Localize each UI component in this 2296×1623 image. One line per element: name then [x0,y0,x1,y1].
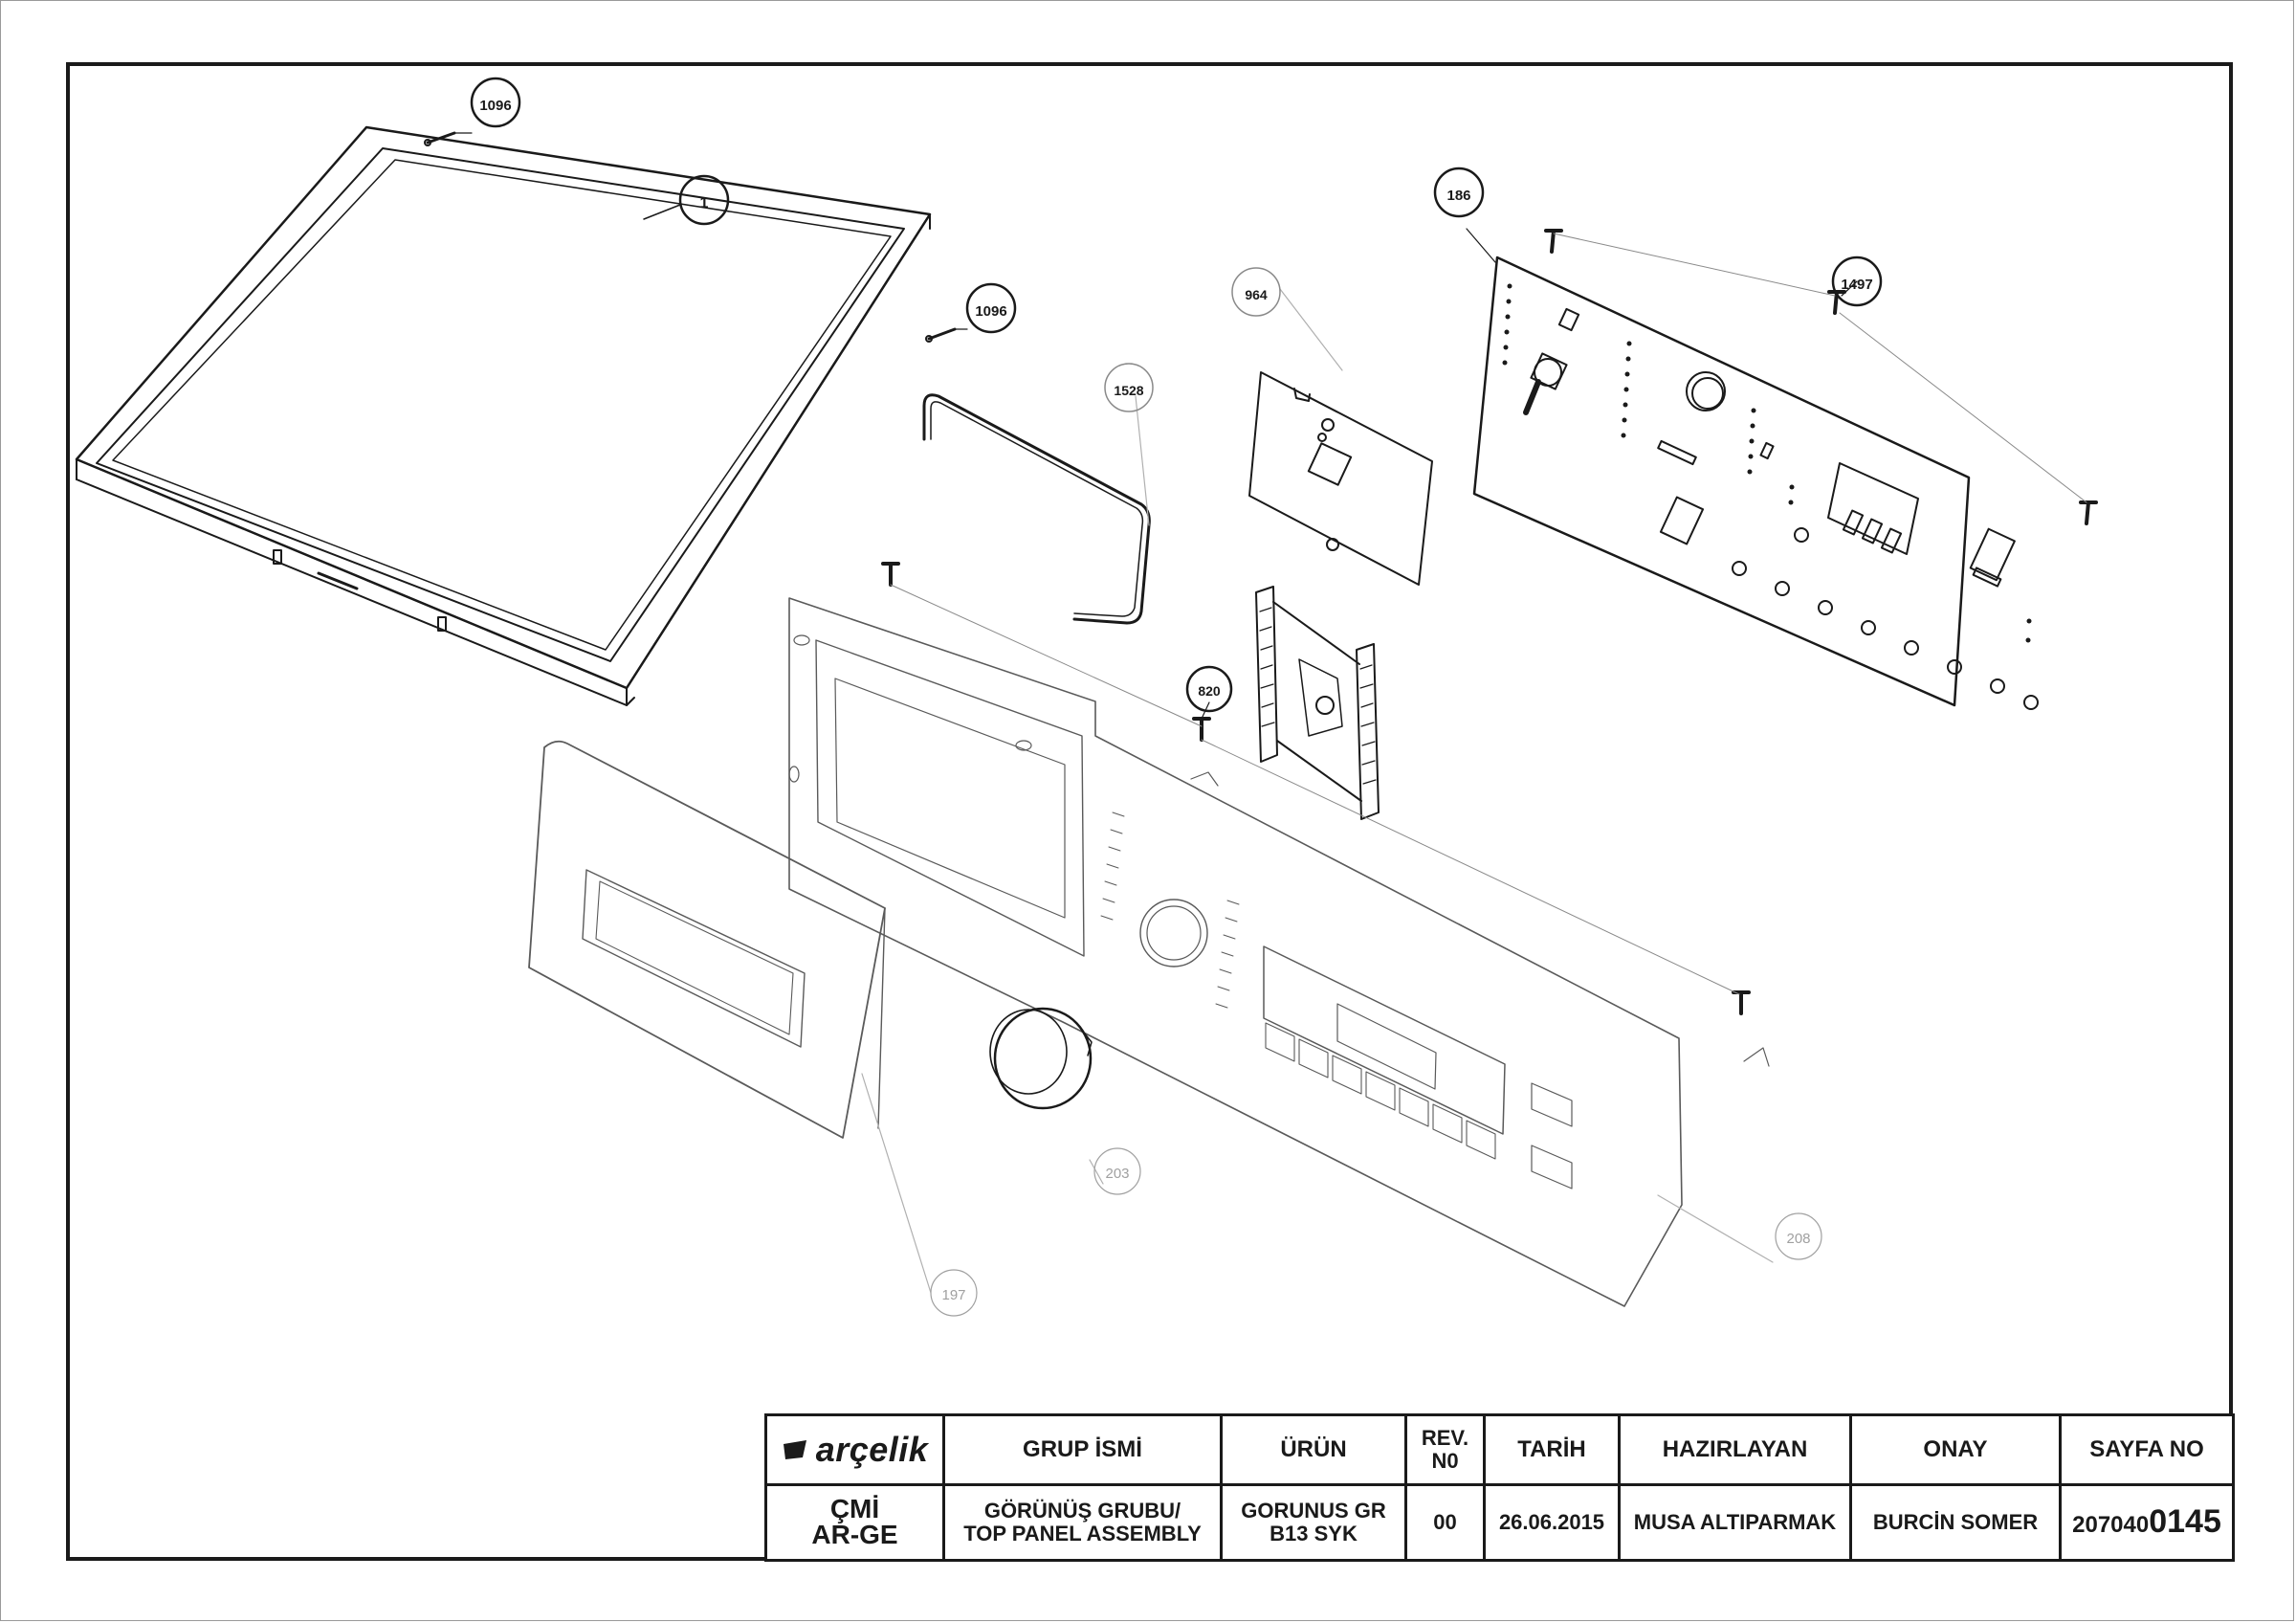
callout-label: 186 [1446,188,1470,204]
screw-820-a [881,562,900,587]
brand-logo-cell: arçelik [764,1413,945,1486]
header-date: TARİH [1483,1413,1621,1486]
header-product: ÜRÜN [1220,1413,1407,1486]
exploded-view-drawing: 1096 1 1096 1528 964 186 1497 820 203 19… [75,77,2098,1317]
callout-label: 1528 [1114,383,1143,398]
department-line1: ÇMİ [829,1494,880,1524]
insulator-sheet-part [1248,371,1433,586]
group-name-cell: GÖRÜNÜŞ GRUBU/ TOP PANEL ASSEMBLY [942,1483,1223,1562]
approval-value: BURCİN SOMER [1849,1483,2062,1562]
callout-964: 964 [1231,267,1281,317]
product-line1: GORUNUS GR [1241,1498,1386,1523]
screw-820-b [1192,717,1211,742]
callout-1096-top: 1096 [470,77,521,128]
page-no-cell: 2070400145 [2059,1483,2235,1562]
header-prepared-by: HAZIRLAYAN [1618,1413,1852,1486]
callout-1497: 1497 [1831,256,1883,307]
header-page-no: SAYFA NO [2059,1413,2235,1486]
revision-value: 00 [1404,1483,1486,1562]
prepared-by-value: MUSA ALTIPARMAK [1618,1483,1852,1562]
department-line2: AR-GE [811,1520,898,1549]
callout-label: 1096 [975,303,1006,320]
callout-label: 1 [700,195,709,211]
control-panel-fascia-part [788,597,1770,1307]
callout-1528: 1528 [1104,363,1154,412]
screw-1096-right [925,327,957,343]
callout-1096-right: 1096 [965,282,1017,334]
screw-1497-a [1544,229,1563,254]
callout-820: 820 [1185,665,1233,713]
page-no-prefix: 207040 [2072,1512,2150,1539]
header-group-name: GRUP İSMİ [942,1413,1223,1486]
date-value: 26.06.2015 [1483,1483,1621,1562]
top-lid-part [75,125,932,706]
callout-186: 186 [1433,167,1485,218]
header-approval: ONAY [1849,1413,2062,1486]
screw-1096-top [424,131,456,146]
brand-name: arçelik [815,1430,929,1470]
product-cell: GORUNUS GR B13 SYK [1220,1483,1407,1562]
callout-197: 197 [930,1269,978,1317]
callout-203: 203 [1093,1147,1141,1195]
callout-label: 197 [941,1287,965,1303]
group-name-line2: TOP PANEL ASSEMBLY [963,1522,1202,1545]
control-board-part [1472,256,2039,710]
detergent-drawer-part [528,740,886,1139]
page-no-suffix: 0145 [2149,1503,2221,1541]
group-name-line1: GÖRÜNÜŞ GRUBU/ [983,1498,1181,1523]
drawing-frame: 1096 1 1096 1528 964 186 1497 820 203 19… [66,62,2233,1561]
callout-leaders [453,132,1858,1294]
arcelik-logo-icon [783,1440,806,1459]
callout-label: 208 [1786,1231,1810,1247]
wire-clip-part [922,393,1151,625]
callout-label: 964 [1245,287,1268,302]
department-cell: ÇMİ AR-GE [764,1483,945,1562]
screw-1497-c [2079,500,2098,525]
product-line2: B13 SYK [1269,1522,1358,1545]
callout-label: 820 [1198,683,1221,699]
header-revision: REV. N0 [1404,1413,1486,1486]
callout-label: 1497 [1841,277,1872,293]
display-bracket-part [1255,586,1380,820]
screw-820-c [1732,990,1751,1015]
callout-label: 203 [1105,1166,1129,1182]
callout-208: 208 [1775,1212,1822,1260]
callout-1: 1 [678,174,730,226]
assembly-guide-lines [890,233,2087,995]
program-knob-part [989,1007,1093,1110]
title-block: arçelik GRUP İSMİ ÜRÜN REV. N0 TARİH HAZ… [764,1413,2235,1562]
callout-label: 1096 [479,98,511,114]
